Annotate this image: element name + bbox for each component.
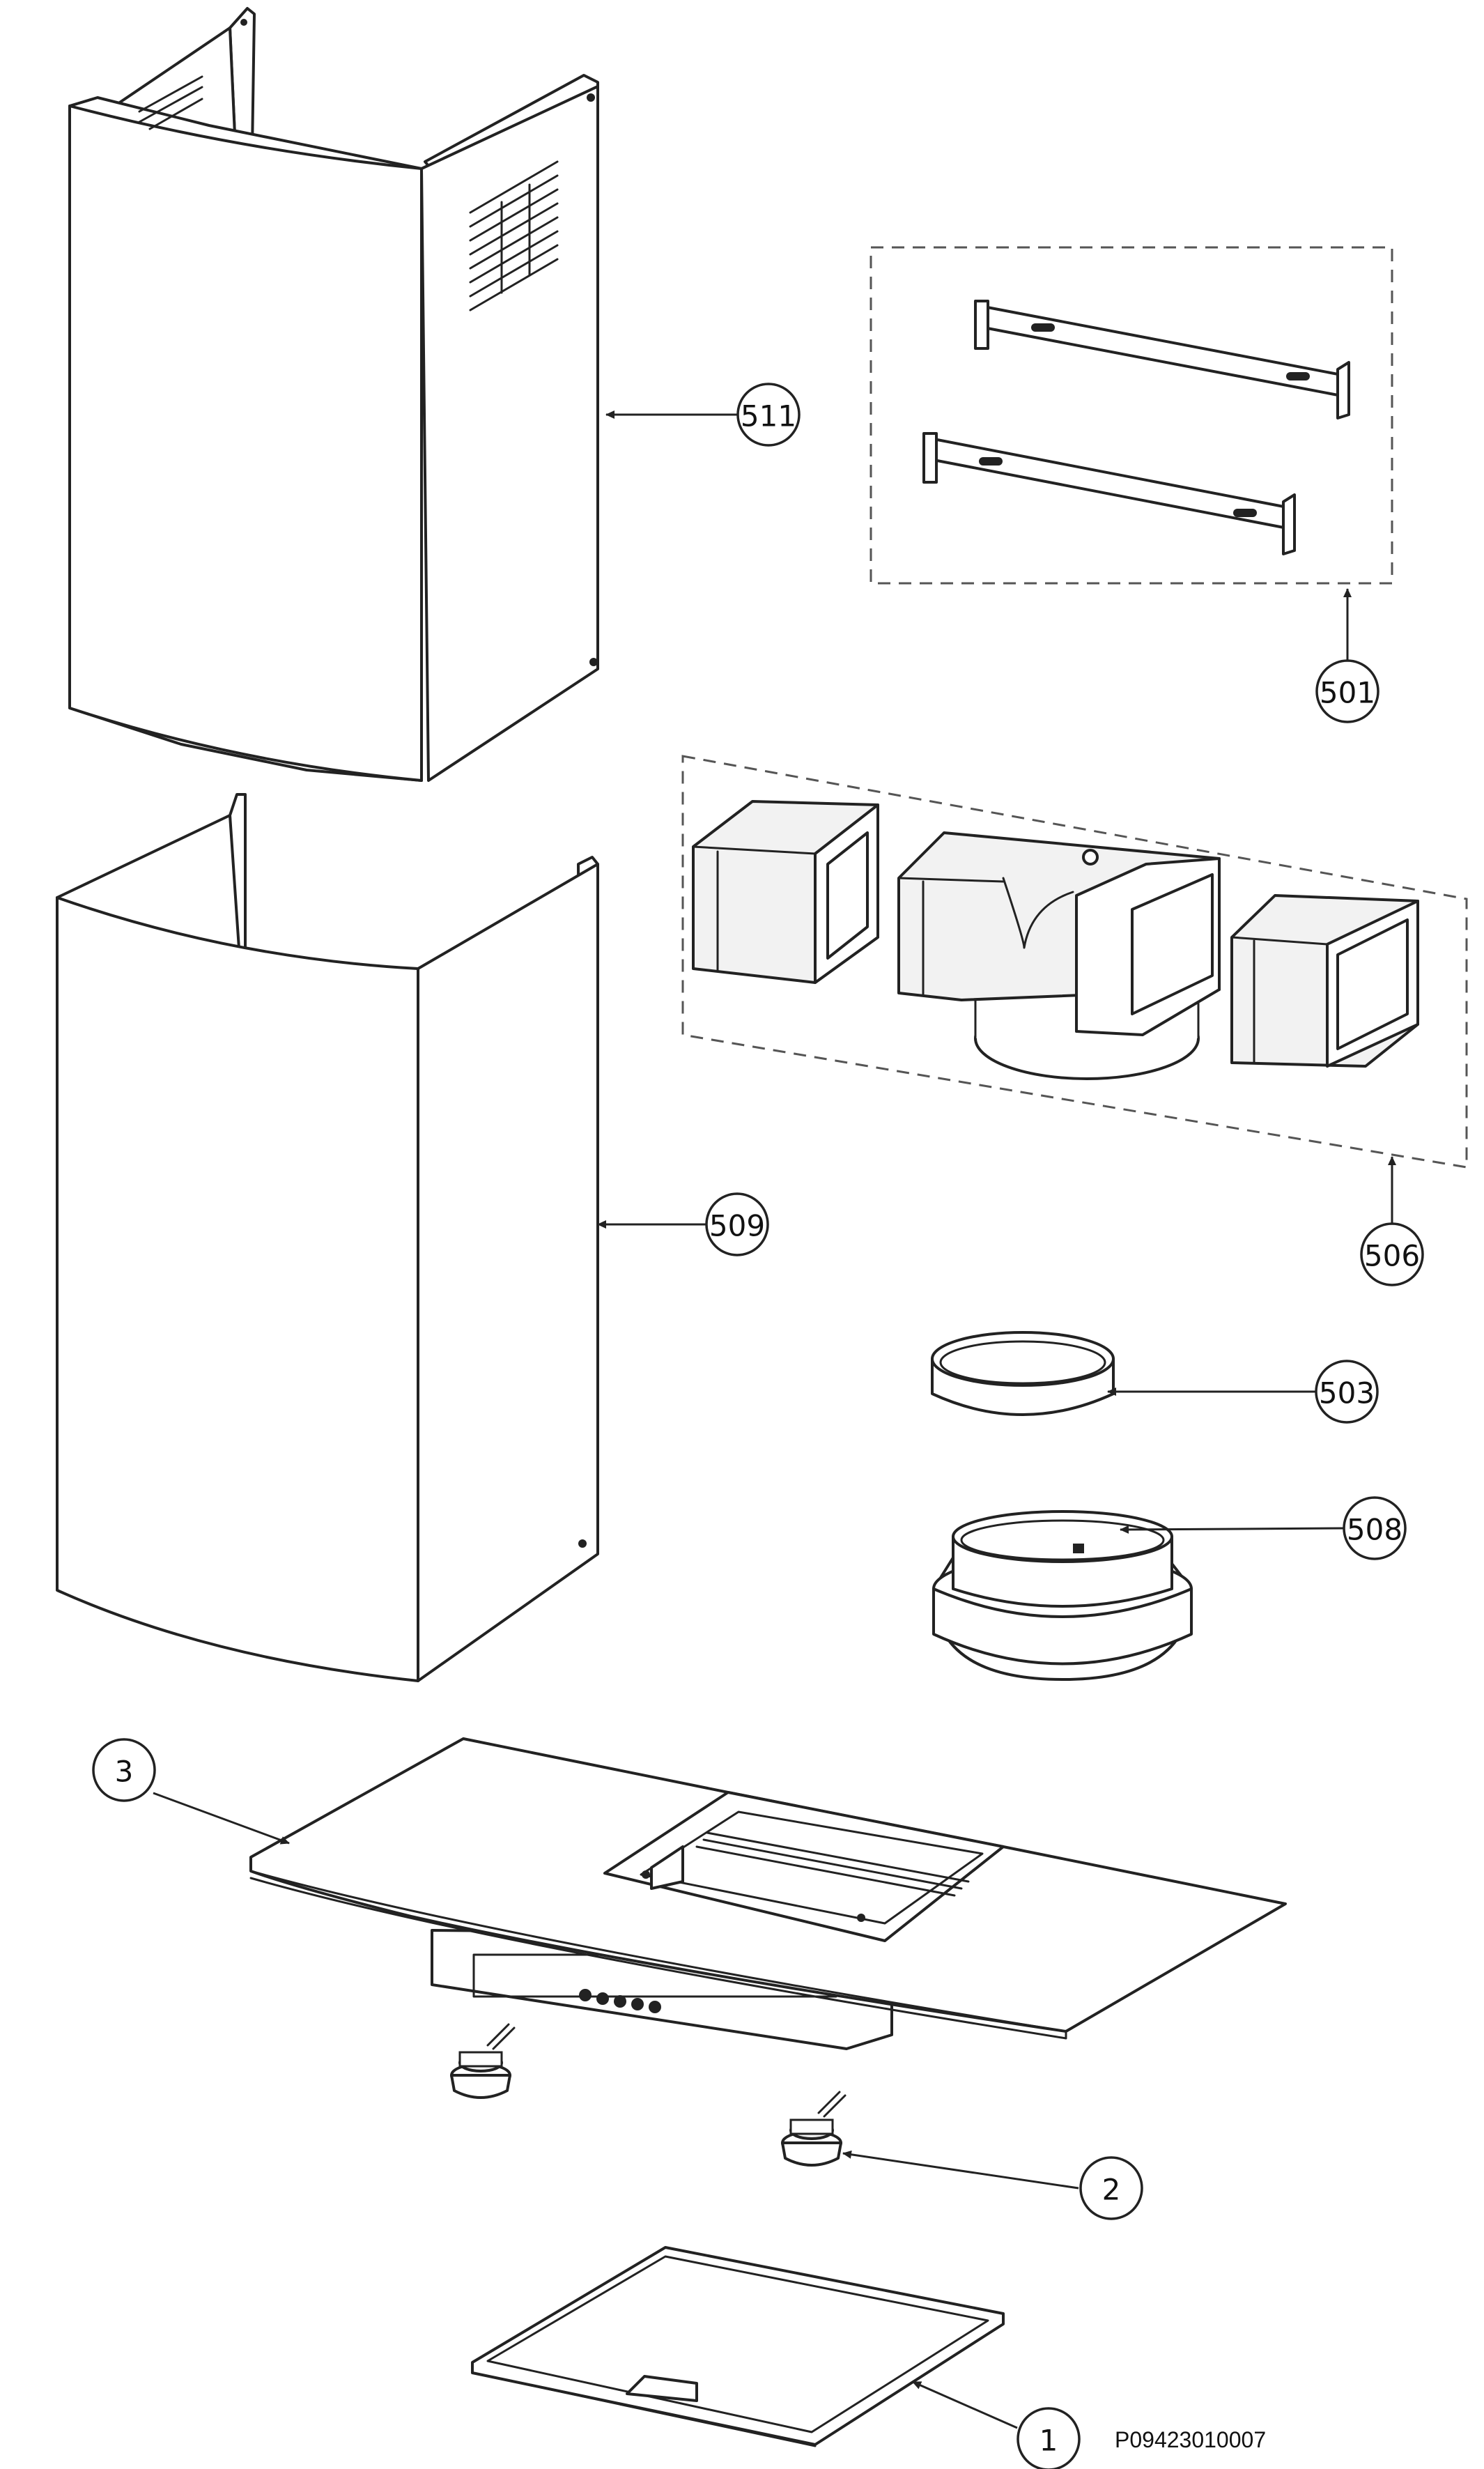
reducer-part bbox=[932, 1510, 1193, 1681]
callout-2: 2 bbox=[1079, 2156, 1143, 2220]
callout-1-label: 1 bbox=[1039, 2424, 1058, 2458]
lamp-part-left bbox=[450, 2023, 516, 2099]
grease-filter-part bbox=[471, 2246, 1005, 2447]
duct-adapter-kit bbox=[681, 755, 1468, 1169]
callout-509-label: 509 bbox=[709, 1209, 765, 1243]
callout-508-label: 508 bbox=[1347, 1513, 1402, 1547]
callout-508: 508 bbox=[1343, 1496, 1407, 1560]
callout-3: 3 bbox=[92, 1738, 156, 1802]
lower-chimney-part bbox=[56, 793, 599, 1682]
leader-lines bbox=[153, 410, 1396, 2429]
callout-506: 506 bbox=[1360, 1222, 1424, 1286]
callout-509: 509 bbox=[705, 1192, 769, 1256]
callout-2-label: 2 bbox=[1102, 2173, 1121, 2207]
hood-canopy-part bbox=[249, 1737, 1287, 2050]
callout-503: 503 bbox=[1315, 1360, 1379, 1424]
callout-511-label: 511 bbox=[741, 399, 796, 433]
upper-chimney-part bbox=[68, 7, 599, 782]
ring-part bbox=[931, 1331, 1115, 1422]
drawing-code: P09423010007 bbox=[1115, 2427, 1266, 2452]
callout-503-label: 503 bbox=[1319, 1376, 1375, 1410]
callout-3-label: 3 bbox=[115, 1755, 134, 1789]
lamp-part-right bbox=[781, 2091, 847, 2167]
callout-501-label: 501 bbox=[1320, 676, 1375, 710]
callout-501: 501 bbox=[1315, 659, 1379, 723]
wall-bracket-kit bbox=[869, 246, 1393, 585]
callout-506-label: 506 bbox=[1364, 1239, 1420, 1273]
callout-1: 1 bbox=[1017, 2407, 1081, 2469]
callout-511: 511 bbox=[736, 383, 801, 447]
